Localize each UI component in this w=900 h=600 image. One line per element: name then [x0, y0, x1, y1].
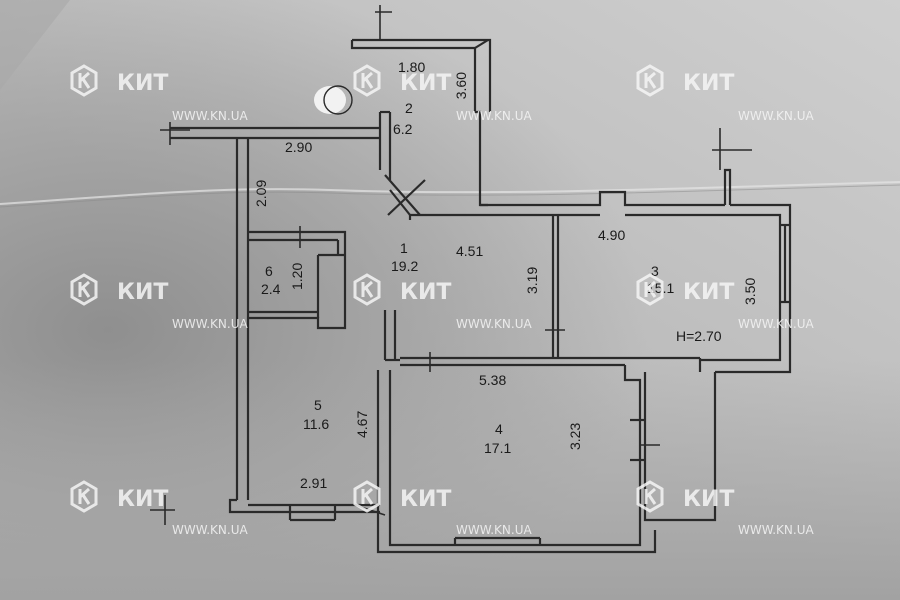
watermark-logo: [636, 64, 664, 97]
room-3-number: 3: [651, 263, 659, 279]
watermark-tiles: КИТ WWW.KN.UA КИТ WWW.KN.UA КИТ WWW.KN.U…: [70, 64, 814, 537]
dim-room1-width: 4.51: [456, 243, 483, 259]
dim-corridor-width: 2.90: [285, 139, 312, 155]
watermark-logo: [70, 64, 98, 97]
dimension-labels: 1.80 3.60 2.90 2.09 4.51 3.19 4.90 3.50 …: [253, 59, 758, 491]
dim-room4-length: 3.23: [567, 423, 583, 450]
room-6-area: 2.4: [261, 281, 281, 297]
paper-fold-crease: [0, 181, 900, 205]
room-6-number: 6: [265, 263, 273, 279]
watermark-url: WWW.KN.UA: [456, 109, 532, 123]
walls: [170, 38, 792, 554]
dim-room3-width: 4.90: [598, 227, 625, 243]
watermark-url: WWW.KN.UA: [172, 109, 248, 123]
watermark-brand: КИТ: [683, 280, 734, 305]
dim-room6-length: 1.20: [289, 263, 305, 290]
watermark-logo: [636, 480, 664, 513]
dim-corridor-depth: 2.09: [253, 180, 269, 207]
watermark-brand: КИТ: [117, 71, 168, 96]
ceiling-height-label: H=2.70: [676, 328, 722, 344]
watermark-url: WWW.KN.UA: [738, 523, 814, 537]
watermark-logo: [70, 480, 98, 513]
watermark-brand: КИТ: [400, 487, 451, 512]
room-2-area: 6.2: [393, 121, 413, 137]
watermark-logo: [353, 480, 381, 513]
watermark-brand: КИТ: [683, 71, 734, 96]
room-2-number: 2: [405, 100, 413, 116]
watermark-url: WWW.KN.UA: [738, 317, 814, 331]
room-5-number: 5: [314, 397, 322, 413]
watermark-brand: КИТ: [683, 487, 734, 512]
watermark-logo: [636, 273, 664, 306]
glare-spot: [314, 86, 346, 114]
dim-room4-width: 5.38: [479, 372, 506, 388]
watermark-url: WWW.KN.UA: [456, 523, 532, 537]
room-4-area: 17.1: [484, 440, 511, 456]
dim-room1-length: 3.19: [524, 267, 540, 294]
watermark-brand: КИТ: [400, 71, 451, 96]
watermark-logo: [353, 273, 381, 306]
room-5-area: 11.6: [303, 416, 329, 432]
dim-room2-length: 3.60: [453, 72, 469, 99]
room-1-area: 19.2: [391, 258, 418, 274]
dim-room3-length: 3.50: [742, 278, 758, 305]
room-1-number: 1: [400, 240, 408, 256]
watermark-brand: КИТ: [400, 280, 451, 305]
watermark-brand: КИТ: [117, 280, 168, 305]
watermark-brand: КИТ: [117, 487, 168, 512]
watermark-url: WWW.KN.UA: [456, 317, 532, 331]
watermark-url: WWW.KN.UA: [172, 523, 248, 537]
watermark-url: WWW.KN.UA: [738, 109, 814, 123]
dim-room2-width: 1.80: [398, 59, 425, 75]
watermark-logo: [353, 64, 381, 97]
dim-room5-width: 2.91: [300, 475, 327, 491]
watermark-logo: [70, 273, 98, 306]
room-4-number: 4: [495, 421, 503, 437]
dim-room5-length: 4.67: [354, 411, 370, 438]
watermark-url: WWW.KN.UA: [172, 317, 248, 331]
